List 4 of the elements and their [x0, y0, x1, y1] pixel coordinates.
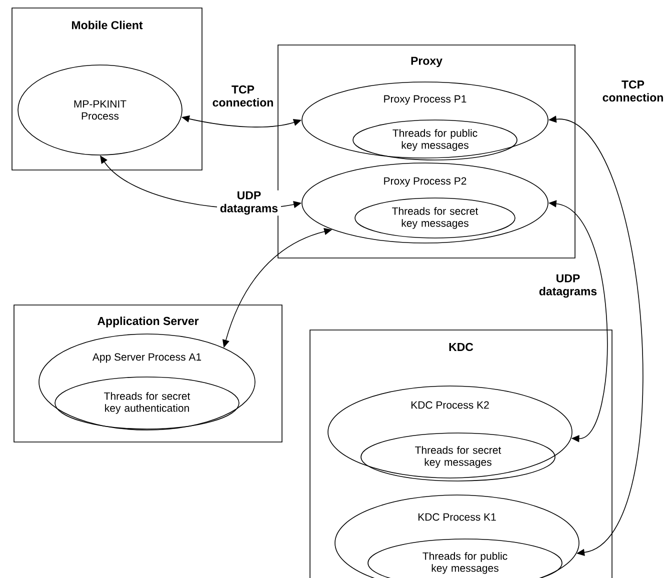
edge-label: TCP connection	[211, 84, 275, 108]
edge-label: UDP datagrams	[536, 273, 600, 299]
edge-label: TCP connection	[601, 79, 665, 103]
edge-label: UDP datagrams	[217, 190, 281, 216]
